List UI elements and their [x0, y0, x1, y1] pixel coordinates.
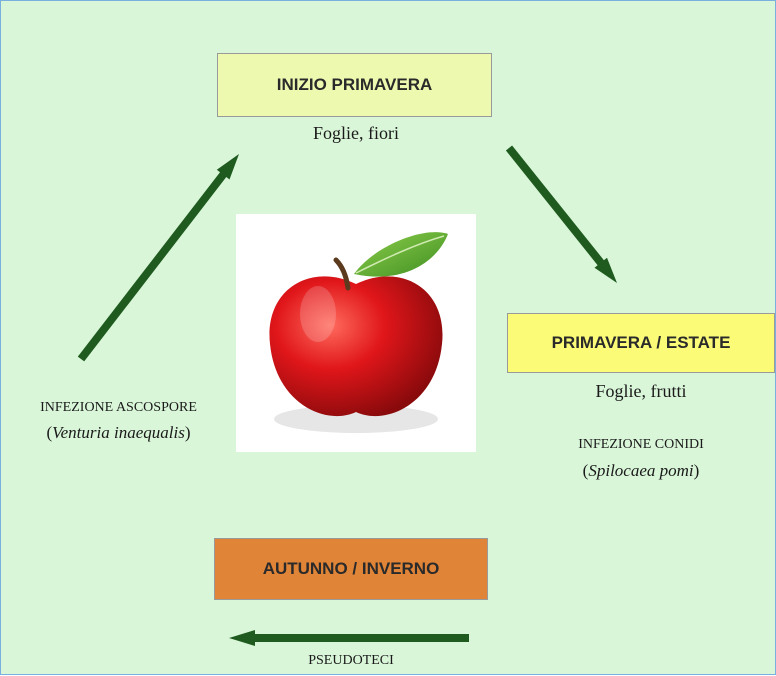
pseudoteci-label: PSEUDOTECI — [308, 653, 394, 668]
organs-spring-start: Foglie, fiori — [313, 123, 399, 143]
infection-conidi-species-line: (Spilocaea pomi) — [582, 461, 700, 480]
stage-box-spring-summer: PRIMAVERA / ESTATE — [507, 313, 775, 373]
infection-conidi-title: INFEZIONE CONIDI — [578, 437, 704, 452]
organs-spring-summer: Foglie, frutti — [595, 381, 687, 401]
infection-ascospore-species-line: (Venturia inaequalis) — [46, 423, 191, 442]
stage-label-spring-start: INIZIO PRIMAVERA — [276, 75, 433, 94]
infection-conidi-species: Spilocaea pomi — [588, 461, 694, 480]
infection-ascospore-title: INFEZIONE ASCOSPORE — [40, 400, 197, 415]
arrow-spring-to-summer — [505, 145, 617, 283]
arrow-ascospore-to-spring — [77, 154, 239, 362]
red-apple-icon — [236, 214, 476, 452]
stage-box-autumn-winter: AUTUNNO / INVERNO — [214, 538, 488, 600]
stage-label-spring-summer: PRIMAVERA / ESTATE — [551, 333, 731, 352]
infection-ascospore-species: Venturia inaequalis — [52, 423, 185, 442]
stage-label-autumn-winter: AUTUNNO / INVERNO — [262, 559, 440, 578]
arrow-pseudoteci — [229, 630, 469, 646]
stage-box-spring-start: INIZIO PRIMAVERA — [217, 53, 492, 117]
